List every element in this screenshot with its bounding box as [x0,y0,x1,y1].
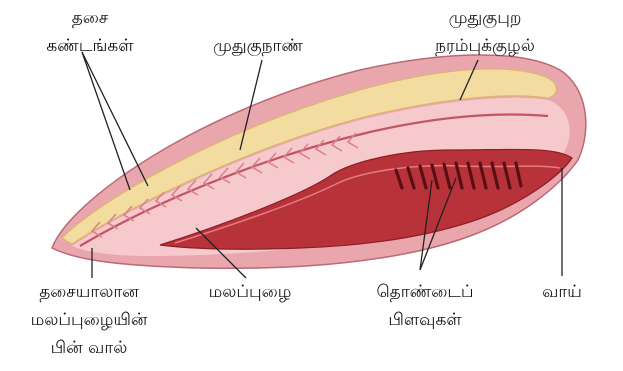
label-muscle-segments: தசை கண்டங்கள் [20,4,160,60]
label-nerve-cord-line1: முதுகுபுற [400,4,570,32]
label-anus-text: மலப்புழை [180,278,320,306]
label-mouth-text: வாய் [520,278,604,306]
pointer-muscle-segments-b [82,52,148,186]
label-notochord-text: முதுகுநாண் [178,32,338,60]
label-gill-slits-line2: பிளவுகள் [350,306,500,334]
label-post-anal-tail: தசையாலான மலப்புழையின் பின் வால் [14,278,164,362]
label-mouth: வாய் [520,278,604,306]
label-muscle-segments-line2: கண்டங்கள் [20,32,160,60]
label-post-anal-tail-line1: தசையாலான [14,278,164,306]
label-notochord: முதுகுநாண் [178,32,338,60]
pointer-muscle-segments-a [82,52,130,190]
label-post-anal-tail-line2: மலப்புழையின் [14,306,164,334]
label-nerve-cord: முதுகுபுற நரம்புக்குழல் [400,4,570,60]
label-gill-slits-line1: தொண்டைப் [350,278,500,306]
label-anus: மலப்புழை [180,278,320,306]
label-gill-slits: தொண்டைப் பிளவுகள் [350,278,500,334]
label-muscle-segments-line1: தசை [20,4,160,32]
label-nerve-cord-line2: நரம்புக்குழல் [400,32,570,60]
label-post-anal-tail-line3: பின் வால் [14,334,164,362]
